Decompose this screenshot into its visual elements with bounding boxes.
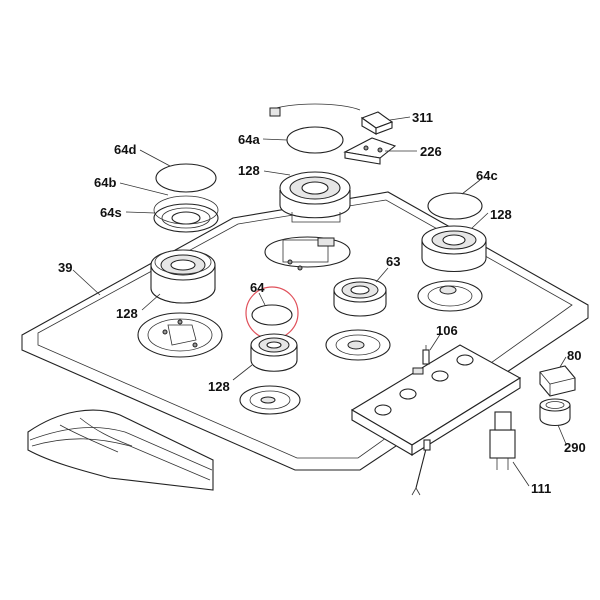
label-128-right: 128 (490, 207, 512, 222)
cap-64c (427, 192, 483, 220)
label-63: 63 (386, 254, 401, 269)
label-111: 111 (531, 481, 552, 496)
label-128-top: 128 (238, 163, 260, 178)
cap-64 (245, 286, 299, 340)
recess-front (239, 385, 301, 415)
bezel-290 (539, 398, 571, 427)
label-64b: 64b (94, 175, 117, 190)
label-64a: 64a (238, 132, 260, 147)
thermocouple-rod (411, 439, 431, 496)
burner-128-top (279, 171, 351, 223)
label-64s: 64s (100, 205, 122, 220)
cap-64a (269, 103, 361, 154)
leader-lines (72, 116, 567, 487)
control-panel (350, 344, 522, 456)
recess-right (417, 280, 483, 312)
label-106: 106 (436, 323, 458, 338)
label-39: 39 (58, 260, 73, 275)
label-64c: 64c (476, 168, 498, 183)
part-226 (343, 137, 397, 165)
label-128-front: 128 (208, 379, 230, 394)
burner-63 (333, 277, 387, 317)
label-311: 311 (412, 110, 433, 125)
recess-63 (325, 329, 391, 361)
burner-128-right (421, 225, 487, 273)
cap-stack-left (153, 163, 219, 233)
label-226: 226 (420, 144, 442, 159)
label-290: 290 (564, 440, 586, 455)
switch-111 (489, 411, 516, 470)
label-128-left: 128 (116, 306, 138, 321)
label-64: 64 (250, 280, 265, 295)
part-106 (422, 345, 430, 365)
label-64d: 64d (114, 142, 137, 157)
recess-center (264, 236, 351, 271)
label-80: 80 (567, 348, 582, 363)
knob-80 (539, 365, 576, 397)
recess-left (137, 312, 223, 358)
gasket-strip (27, 409, 214, 491)
burner-128-left (150, 249, 216, 304)
burner-128-front (250, 333, 298, 372)
part-311 (360, 111, 394, 135)
